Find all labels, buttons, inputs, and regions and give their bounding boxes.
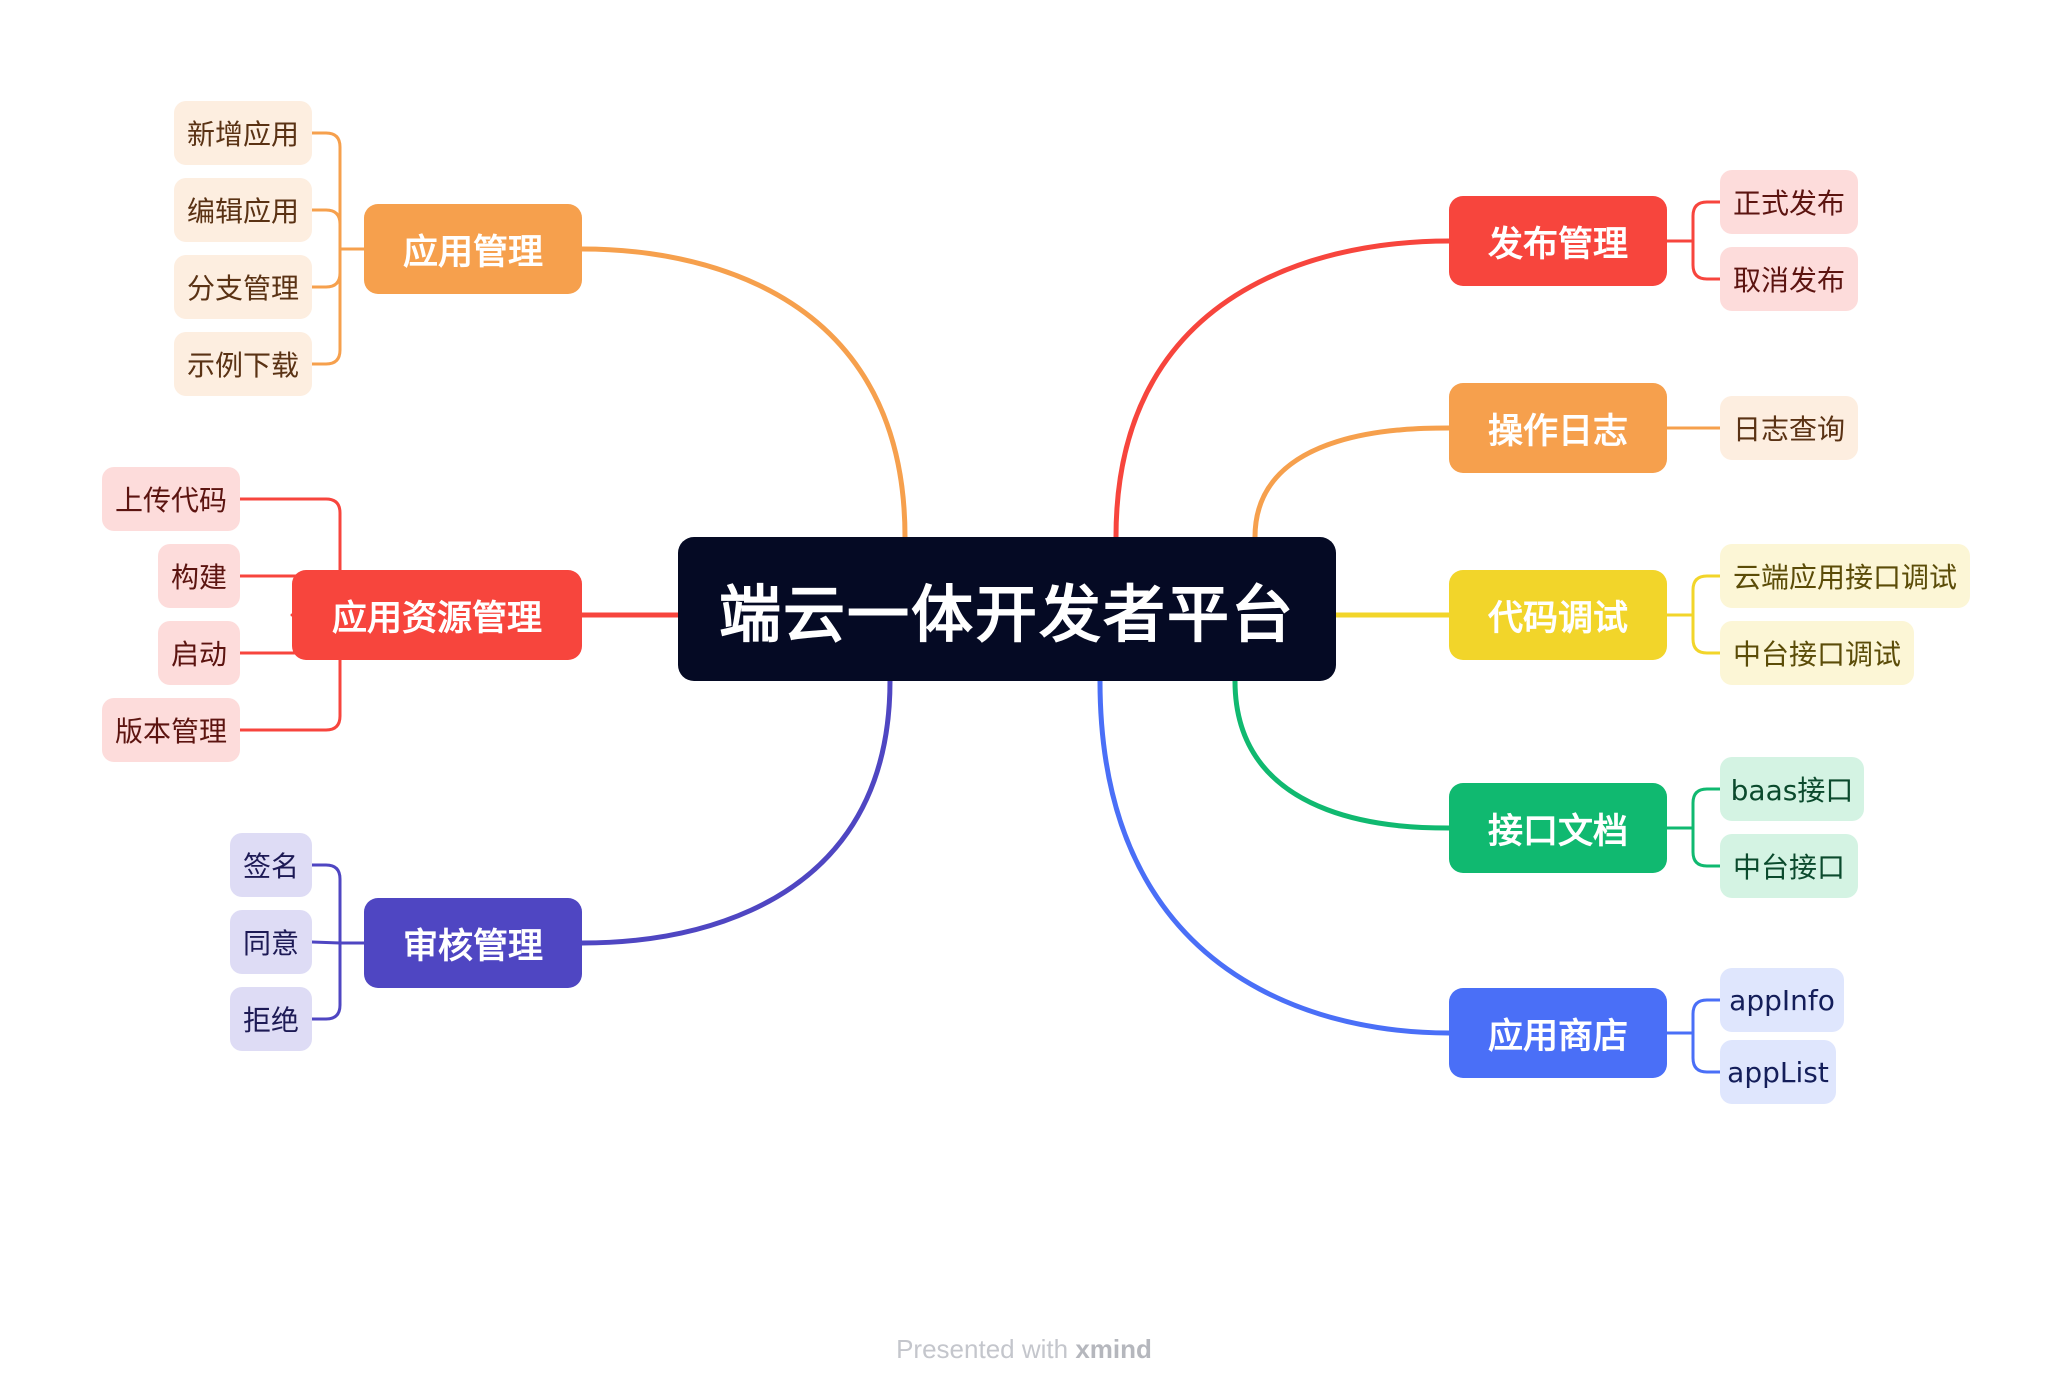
subtopic-add-app[interactable]: 新增应用 — [174, 101, 312, 165]
bracket-app-management-2 — [310, 247, 342, 289]
subtopic-approve[interactable]: 同意 — [230, 910, 312, 974]
subtopic-build[interactable]: 构建 — [158, 544, 240, 608]
bracket-release-management-0 — [1691, 200, 1722, 243]
subtopic-log-query[interactable]: 日志查询 — [1720, 396, 1858, 460]
central-topic[interactable]: 端云一体开发者平台 — [678, 537, 1336, 681]
bracket-app-resource-management-3 — [238, 613, 342, 732]
subtopic-app-info[interactable]: appInfo — [1720, 968, 1844, 1032]
bracket-app-store-1 — [1691, 1031, 1722, 1074]
connector-api-docs — [1232, 678, 1452, 831]
topic-operation-log[interactable]: 操作日志 — [1449, 383, 1667, 473]
subtopic-edit-app[interactable]: 编辑应用 — [174, 178, 312, 242]
topic-app-resource-management[interactable]: 应用资源管理 — [292, 570, 582, 660]
subtopic-middle-platform-api[interactable]: 中台接口 — [1720, 834, 1858, 898]
bracket-code-debug-0 — [1691, 574, 1722, 617]
bracket-review-management-1 — [310, 940, 342, 945]
subtopic-middle-platform-debug[interactable]: 中台接口调试 — [1720, 621, 1914, 685]
bracket-app-management-1 — [310, 208, 342, 251]
bracket-review-management-0 — [310, 863, 342, 945]
bracket-app-management-3 — [310, 247, 342, 366]
topic-api-docs[interactable]: 接口文档 — [1449, 783, 1667, 873]
subtopic-official-release[interactable]: 正式发布 — [1720, 170, 1858, 234]
bracket-api-docs-1 — [1691, 826, 1722, 868]
topic-app-store[interactable]: 应用商店 — [1449, 988, 1667, 1078]
bracket-app-resource-management-0 — [238, 497, 342, 617]
bracket-review-management-2 — [310, 941, 342, 1021]
bracket-app-store-0 — [1691, 998, 1722, 1035]
connector-review-management — [579, 678, 893, 946]
footer-brand: xmind — [1075, 1334, 1152, 1364]
bracket-api-docs-0 — [1691, 787, 1722, 830]
connector-operation-log — [1252, 425, 1452, 540]
connector-app-store — [1097, 678, 1452, 1036]
bracket-release-management-1 — [1691, 239, 1722, 281]
subtopic-baas-api[interactable]: baas接口 — [1720, 757, 1864, 821]
topic-code-debug[interactable]: 代码调试 — [1449, 570, 1667, 660]
subtopic-cancel-release[interactable]: 取消发布 — [1720, 247, 1858, 311]
subtopic-branch-management[interactable]: 分支管理 — [174, 255, 312, 319]
connector-app-management — [579, 246, 908, 540]
footer-credit: Presented with xmind — [0, 1334, 2048, 1365]
subtopic-upload-code[interactable]: 上传代码 — [102, 467, 240, 531]
subtopic-start[interactable]: 启动 — [158, 621, 240, 685]
subtopic-app-list[interactable]: appList — [1720, 1040, 1836, 1104]
subtopic-version-management[interactable]: 版本管理 — [102, 698, 240, 762]
subtopic-sample-download[interactable]: 示例下载 — [174, 332, 312, 396]
subtopic-sign[interactable]: 签名 — [230, 833, 312, 897]
topic-review-management[interactable]: 审核管理 — [364, 898, 582, 988]
subtopic-cloud-api-debug[interactable]: 云端应用接口调试 — [1720, 544, 1970, 608]
footer-prefix: Presented with — [896, 1334, 1069, 1364]
topic-release-management[interactable]: 发布管理 — [1449, 196, 1667, 286]
bracket-code-debug-1 — [1691, 613, 1722, 655]
topic-app-management[interactable]: 应用管理 — [364, 204, 582, 294]
subtopic-reject[interactable]: 拒绝 — [230, 987, 312, 1051]
connector-release-management — [1113, 238, 1452, 540]
bracket-app-management-0 — [310, 131, 342, 251]
